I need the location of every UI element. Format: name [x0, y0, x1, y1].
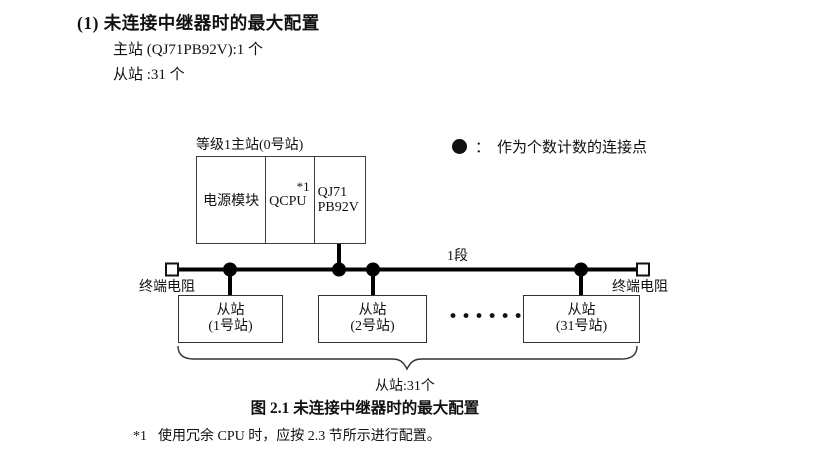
- terminator-label-right: 终端电阻: [612, 280, 668, 295]
- pb92v-module-name: QJ71 PB92V: [317, 185, 359, 215]
- pb92v-module-cell: QJ71 PB92V: [313, 157, 365, 243]
- connection-point-icon: [452, 139, 467, 154]
- footnote-marker: *1: [133, 429, 147, 444]
- connection-point-dot: [332, 262, 346, 277]
- slave-station-1-box: 从站 (1号站): [178, 295, 283, 343]
- legend-separator: ：: [475, 140, 491, 156]
- slave-station-31-box: 从站 (31号站): [523, 295, 640, 343]
- qcpu-module-name: QCPU: [269, 194, 307, 209]
- segment-label: 1段: [447, 249, 468, 264]
- spec-line-master: 主站 (QJ71PB92V):1 个: [113, 42, 264, 58]
- connection-point-dot: [366, 262, 380, 277]
- legend: ： 作为个数计数的连接点: [452, 136, 647, 157]
- connection-point-dot: [223, 262, 237, 277]
- power-supply-module-name: 电源模块: [203, 194, 260, 209]
- terminator-square-icon: [636, 262, 650, 277]
- footnote: *1 使用冗余 CPU 时，应按 2.3 节所示进行配置。: [133, 425, 441, 445]
- spec-line-slaves: 从站 :31 个: [113, 67, 185, 83]
- master-station-label: 等级1主站(0号站): [196, 138, 304, 153]
- legend-text: 作为个数计数的连接点: [497, 140, 648, 156]
- terminator-label-left: 终端电阻: [139, 280, 195, 295]
- master-station-box: 电源模块 *1 QCPU QJ71 PB92V: [196, 156, 366, 244]
- power-supply-module-cell: 电源模块: [197, 157, 265, 243]
- figure-caption: 图 2.1 未连接中继器时的最大配置: [250, 400, 480, 417]
- footnote-text: 使用冗余 CPU 时，应按 2.3 节所示进行配置。: [158, 429, 441, 444]
- connection-point-dot: [574, 262, 588, 277]
- terminator-square-icon: [165, 262, 179, 277]
- section-heading: (1) 未连接中继器时的最大配置: [77, 13, 320, 33]
- slaves-count-label: 从站:31个: [375, 379, 435, 394]
- ellipsis-dots: ••••••: [448, 307, 527, 327]
- slave-station-2-box: 从站 (2号站): [318, 295, 427, 343]
- slaves-brace: [177, 345, 638, 371]
- qcpu-module-cell: *1 QCPU: [265, 157, 313, 243]
- footnote-ref-marker: *1: [296, 179, 310, 194]
